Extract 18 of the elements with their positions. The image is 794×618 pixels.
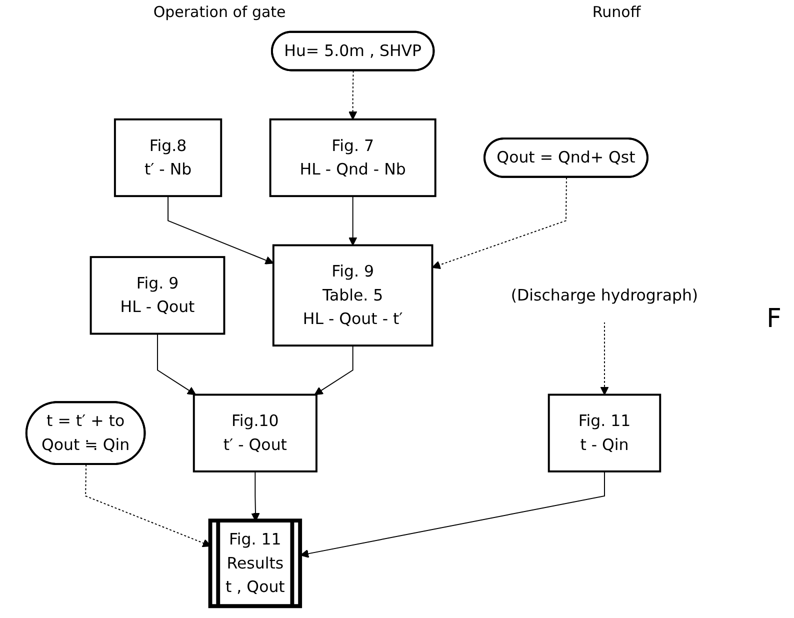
arrow <box>168 196 274 264</box>
arrow <box>600 321 609 396</box>
figure-letter: F <box>766 304 782 334</box>
node-box: Fig. 11 t - Qin <box>548 394 662 472</box>
column-heading: Runoff <box>592 3 641 21</box>
arrow <box>300 470 605 558</box>
node-text: (Discharge hydrograph) <box>510 286 698 304</box>
arrow <box>314 345 354 396</box>
column-heading: Operation of gate <box>153 3 286 21</box>
arrow <box>348 70 358 120</box>
node-box: Fig. 7 HL - Qnd - Nb <box>269 118 436 198</box>
arrow <box>348 196 358 246</box>
node-box: Fig. 9 Table. 5 HL - Qout - t′ <box>272 244 434 347</box>
arrow <box>432 176 567 270</box>
node-box: Fig.8 t′ - Nb <box>114 118 222 198</box>
arrow <box>157 333 196 396</box>
node-box: Fig.10 t′ - Qout <box>192 394 318 472</box>
node-box: Fig. 9 HL - Qout <box>90 256 226 335</box>
